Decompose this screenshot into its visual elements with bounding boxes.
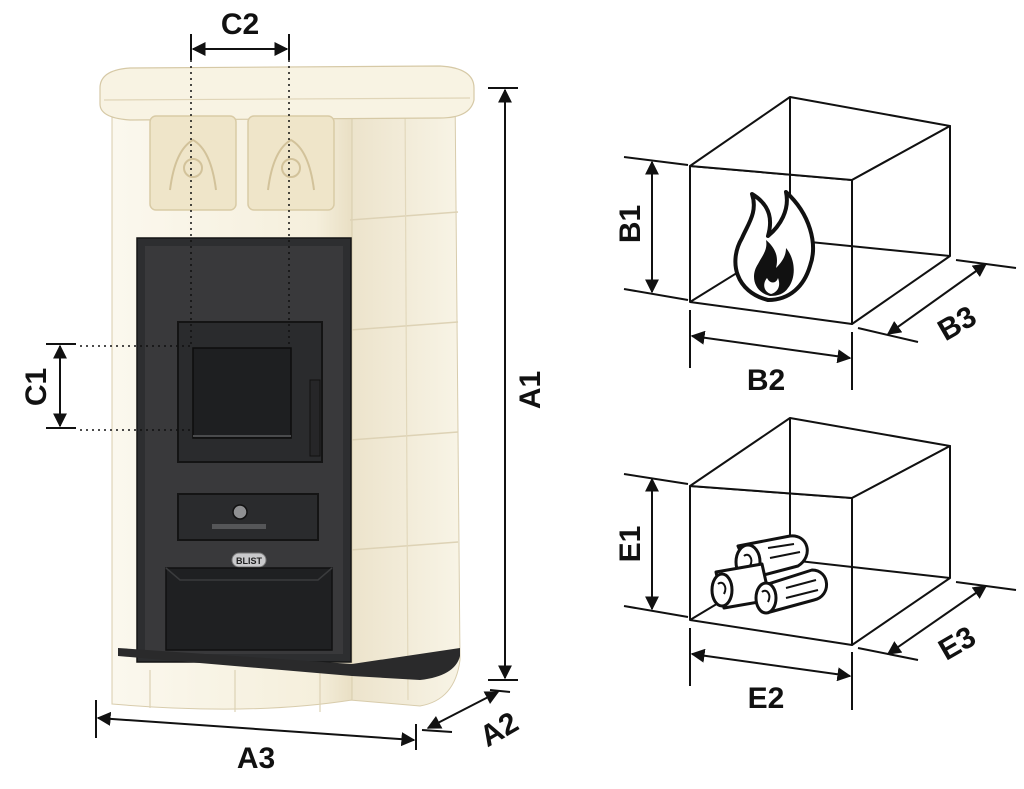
label-e2: E2 [748, 682, 785, 715]
label-e3: E3 [933, 620, 981, 667]
firebox-dimension-lines [623, 156, 1017, 390]
wood-storage-dimension-lines [623, 473, 1017, 710]
stove-glass-window [192, 347, 292, 439]
relief-tile-right [247, 115, 335, 211]
air-regulator-knob [232, 504, 248, 520]
label-b3: B3 [932, 300, 982, 348]
stove-wood-compartment [165, 567, 333, 651]
stove-illustration: BLIST [80, 42, 475, 712]
door-handle [309, 379, 321, 457]
brand-badge-text: BLIST [236, 556, 263, 566]
firebox-diagram [689, 96, 951, 325]
label-b1: B1 [614, 205, 647, 243]
label-c1: C1 [20, 368, 53, 406]
label-a2: A2 [474, 706, 524, 754]
label-b2: B2 [747, 364, 785, 397]
label-a1: A1 [514, 371, 547, 409]
label-e1: E1 [614, 526, 647, 563]
label-a3: A3 [237, 742, 275, 775]
ash-drawer [177, 493, 319, 541]
label-c2: C2 [221, 8, 259, 41]
relief-tile-left [149, 115, 237, 211]
brand-badge [231, 552, 267, 568]
wood-storage-diagram [689, 417, 951, 646]
flame-icon [733, 190, 815, 302]
stove-dimension-lines [46, 34, 518, 750]
firewood-icon [710, 534, 828, 615]
